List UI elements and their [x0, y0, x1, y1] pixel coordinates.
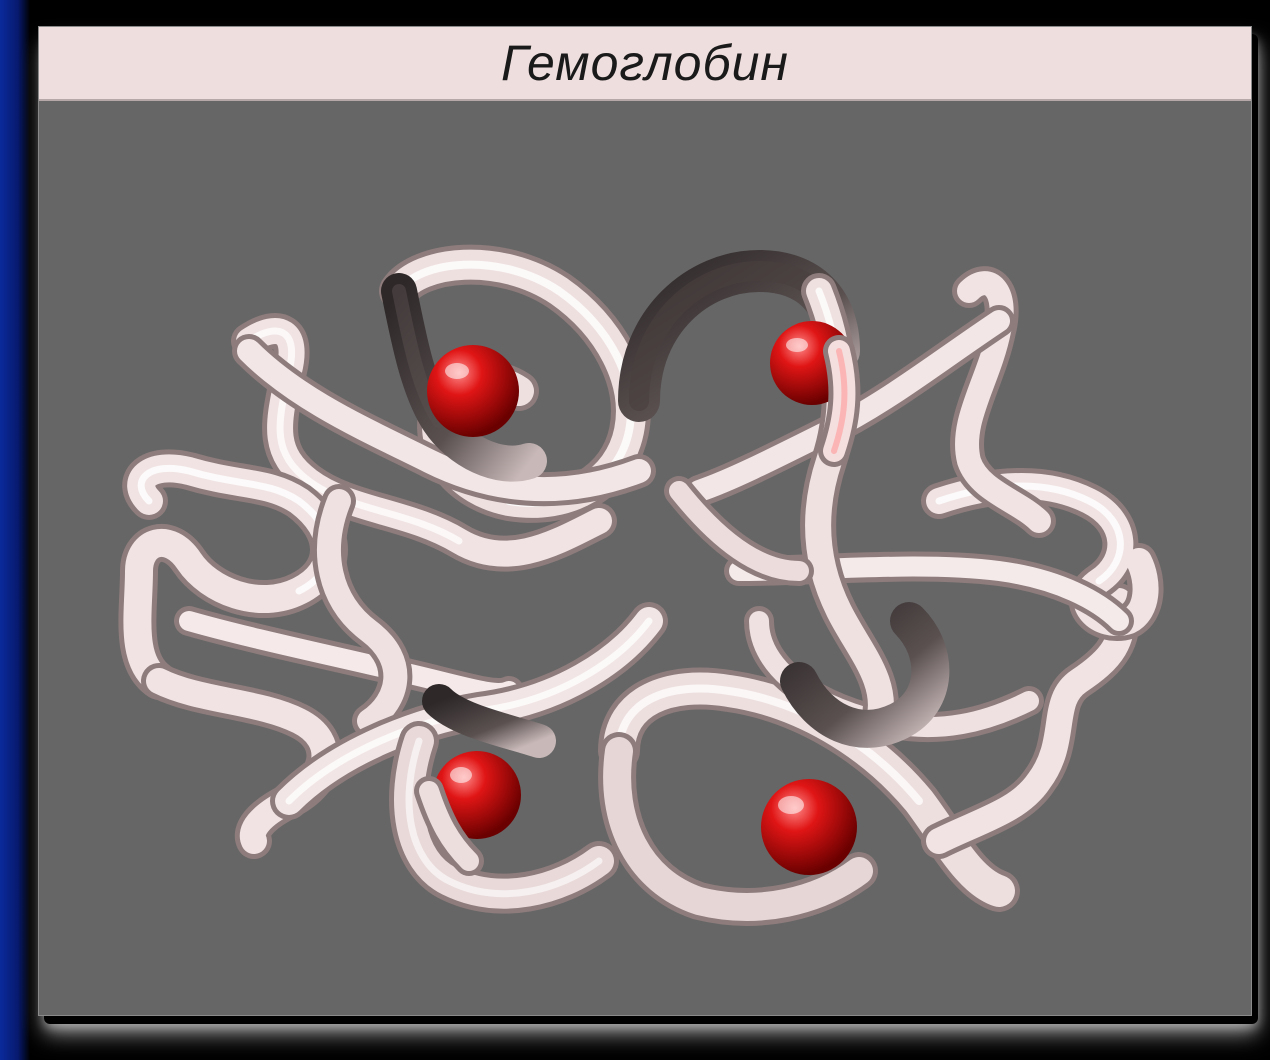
hemoglobin-ribbon-diagram	[118, 244, 1164, 926]
chain-lower-left	[270, 602, 668, 914]
protein-chains	[118, 244, 1164, 926]
molecule-canvas	[39, 101, 1251, 1015]
title-bar: Гемоглобин	[39, 27, 1251, 101]
heme-highlights	[445, 338, 808, 814]
heme-sphere-1	[427, 345, 519, 437]
figure-title: Гемоглобин	[501, 35, 789, 91]
front-ribbon-segments	[414, 335, 861, 876]
figure-frame: Гемоглобин	[38, 26, 1252, 1016]
chain-right	[683, 266, 1164, 743]
heme-sphere-4	[761, 779, 857, 875]
